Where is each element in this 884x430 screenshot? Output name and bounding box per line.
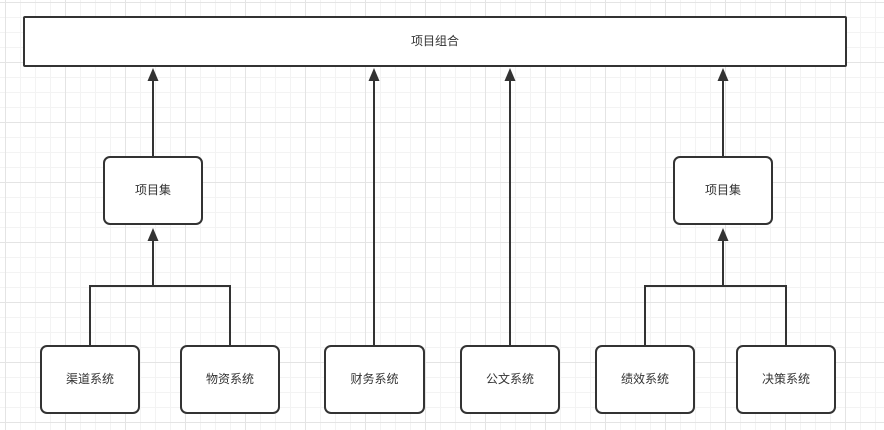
node-materials-system[interactable]: 物资系统 (180, 345, 280, 414)
node-document-system-label: 公文系统 (485, 372, 534, 387)
node-program-right-label: 项目集 (704, 183, 741, 198)
edge-bracket-right-to-program-right (644, 228, 787, 345)
node-portfolio[interactable]: 项目组合 (23, 16, 847, 67)
edge-document-to-portfolio (504, 68, 516, 345)
node-performance-system-label: 绩效系统 (620, 372, 669, 387)
node-channel-system-label: 渠道系统 (65, 372, 114, 387)
node-program-right[interactable]: 项目集 (673, 156, 773, 225)
node-decision-system-label: 决策系统 (761, 372, 810, 387)
edge-finance-to-portfolio (368, 68, 380, 345)
node-finance-system[interactable]: 财务系统 (324, 345, 425, 414)
edge-program-right-to-portfolio (717, 68, 729, 156)
node-program-left-label: 项目集 (134, 183, 171, 198)
node-finance-system-label: 财务系统 (350, 372, 399, 387)
edge-program-left-to-portfolio (147, 68, 159, 156)
node-decision-system[interactable]: 决策系统 (736, 345, 836, 414)
node-channel-system[interactable]: 渠道系统 (40, 345, 140, 414)
node-materials-system-label: 物资系统 (205, 372, 254, 387)
node-portfolio-label: 项目组合 (410, 34, 459, 49)
node-program-left[interactable]: 项目集 (103, 156, 203, 225)
node-document-system[interactable]: 公文系统 (460, 345, 560, 414)
edge-bracket-left-to-program-left (89, 228, 231, 345)
node-performance-system[interactable]: 绩效系统 (595, 345, 695, 414)
